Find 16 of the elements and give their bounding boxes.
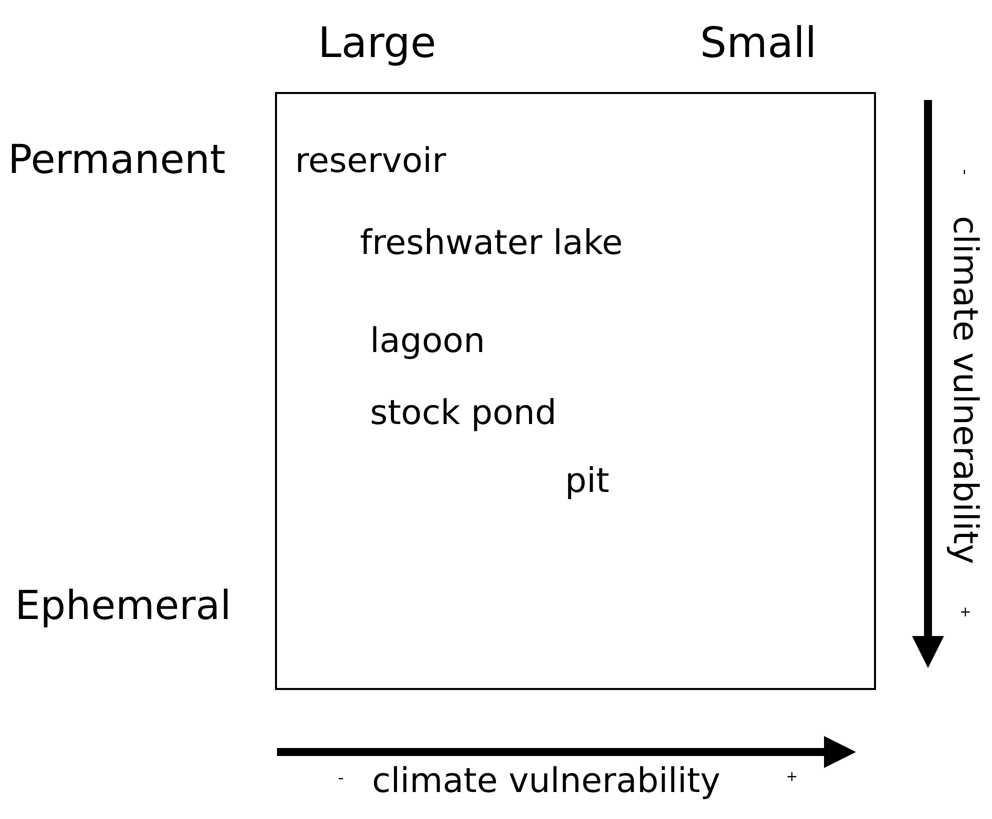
water-body-label: freshwater lake: [360, 226, 623, 260]
water-body-label: lagoon: [370, 324, 486, 358]
row-heading: Permanent: [8, 140, 226, 180]
water-body-label: stock pond: [370, 396, 557, 430]
axis-label: climate vulnerability: [372, 764, 720, 798]
water-body-label: reservoir: [295, 144, 446, 178]
column-heading: Small: [700, 22, 817, 64]
chart-frame: [275, 92, 876, 690]
row-heading: Ephemeral: [15, 586, 232, 626]
axis-sign: +: [958, 606, 972, 618]
axis-sign: +: [786, 770, 798, 784]
water-body-label: pit: [565, 464, 610, 498]
column-heading: Large: [318, 22, 436, 64]
axis-sign: -: [338, 770, 344, 786]
axis-label: climate vulnerability: [948, 216, 982, 564]
axis-sign: -: [956, 169, 973, 175]
